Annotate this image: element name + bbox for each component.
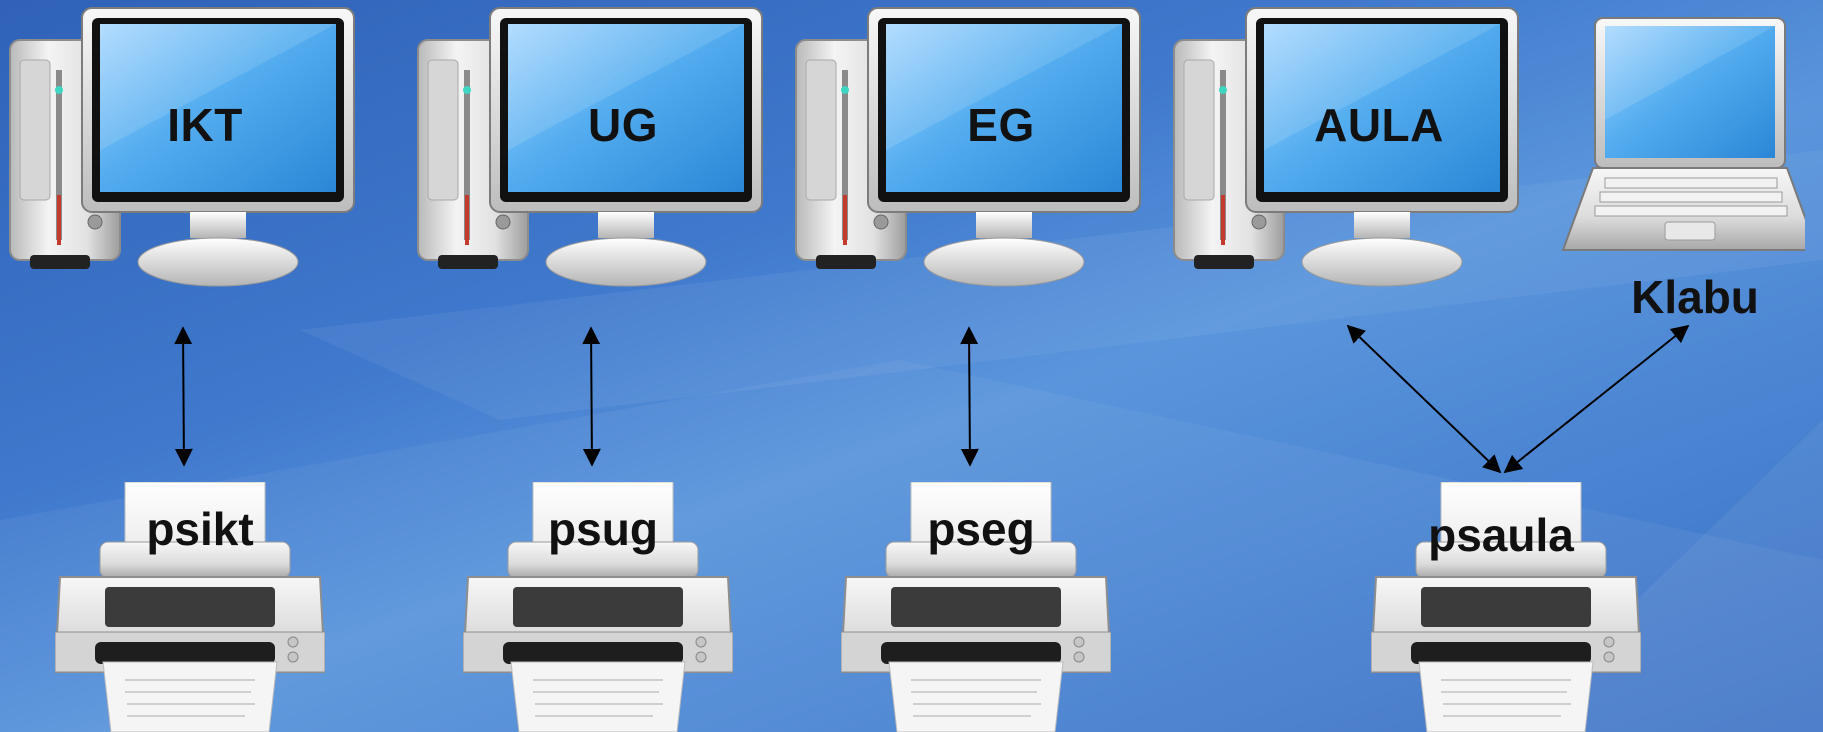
computer-label: AULA — [1314, 99, 1444, 151]
printer-pseg: pseg — [841, 482, 1111, 732]
printer-psaula: psaula — [1371, 482, 1641, 732]
arrow-ug-psug — [582, 326, 601, 467]
laptop-icon — [1561, 17, 1805, 251]
printer-label: pseg — [927, 503, 1035, 555]
laptop-klabu: Klabu — [1545, 10, 1805, 340]
arrow-eg-pseg — [960, 326, 979, 467]
printer-psug: psug — [463, 482, 733, 732]
printer-psikt: psikt — [55, 482, 325, 732]
arrow-klabu-psaula — [1503, 324, 1690, 474]
computer-eg: EG — [786, 0, 1146, 290]
computer-ug: UG — [408, 0, 768, 290]
computer-ikt: IKT — [0, 0, 360, 290]
arrow-ikt-psikt — [174, 326, 193, 467]
computer-label: EG — [967, 99, 1035, 151]
printer-label: psikt — [146, 503, 254, 555]
printer-label: psaula — [1428, 509, 1574, 561]
printer-label: psug — [548, 503, 658, 555]
computer-label: UG — [588, 99, 658, 151]
arrow-aula-psaula — [1346, 324, 1502, 474]
computer-label: IKT — [167, 99, 243, 151]
laptop-label: Klabu — [1631, 271, 1759, 323]
computer-aula: AULA — [1164, 0, 1524, 290]
